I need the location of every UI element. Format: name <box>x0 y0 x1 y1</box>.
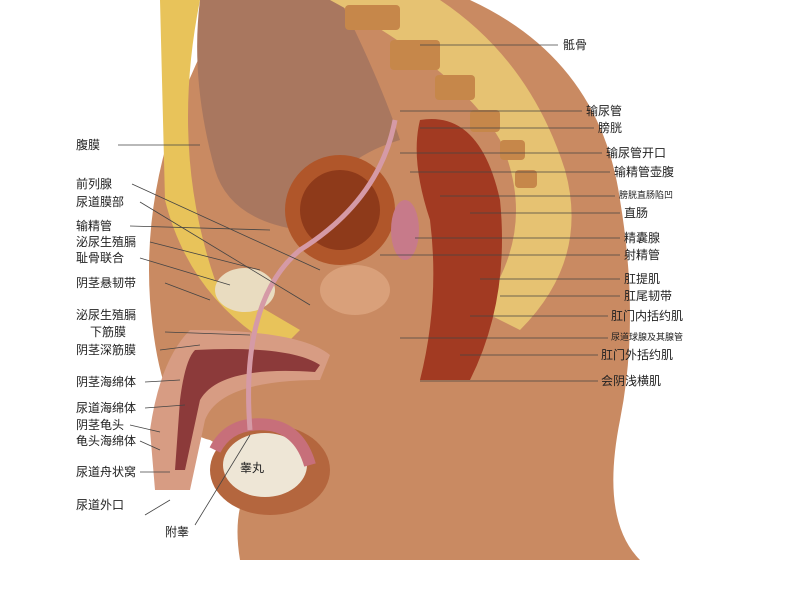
pubic-bone <box>215 268 275 312</box>
label-internal-anal-sphincter: 肛门内括约肌 <box>611 309 684 323</box>
label-urogenital-diaphragm: 泌尿生殖膈 <box>76 235 137 249</box>
label-external-anal-sphincter: 肛门外括约肌 <box>601 348 674 362</box>
label-rectum: 直肠 <box>624 206 649 220</box>
label-rectovesical-pouch: 膀胱直肠陷凹 <box>619 191 674 201</box>
label-suspensory-ligament: 阴茎悬韧带 <box>76 276 137 290</box>
label-glans-spongiosum: 龟头海绵体 <box>76 434 137 448</box>
label-sacrum: 骶骨 <box>563 38 588 52</box>
label-peritoneum: 腹膜 <box>76 138 101 152</box>
label-ureteric-orifice: 输尿管开口 <box>606 146 667 160</box>
label-ureter: 输尿管 <box>586 104 623 118</box>
label-testis: 睾丸 <box>240 461 265 475</box>
vertebrae <box>345 5 537 188</box>
leader-lines <box>118 44 620 526</box>
sacrum-bone <box>330 0 572 330</box>
label-prostate: 前列腺 <box>76 177 113 191</box>
label-corpus-cavernosum: 阴茎海绵体 <box>76 375 137 389</box>
epididymis-shape <box>209 418 316 467</box>
label-external-urethral-orifice: 尿道外口 <box>76 498 125 512</box>
prostate-shape <box>320 265 390 315</box>
label-anococcygeal-ligament: 肛尾韧带 <box>624 289 673 303</box>
label-glans-penis: 阴茎龟头 <box>76 418 125 432</box>
label-navicular-fossa: 尿道舟状窝 <box>76 465 137 479</box>
label-vas-deferens: 输精管 <box>76 219 113 233</box>
testis-shape <box>223 433 307 497</box>
label-ejaculatory-duct: 射精管 <box>624 248 661 262</box>
label-seminal-vesicle: 精囊腺 <box>624 231 661 245</box>
label-membranous-urethra: 尿道膜部 <box>76 195 125 209</box>
label-levator-ani: 肛提肌 <box>624 272 661 286</box>
label-bulbourethral-gland: 尿道球腺及其腺管 <box>611 333 684 343</box>
label-superficial-transverse-perineal: 会阴浅横肌 <box>601 374 662 388</box>
label-inferior-fascia-line2: 下筋膜 <box>90 325 127 339</box>
label-inferior-fascia-line1: 泌尿生殖膈 <box>76 308 137 322</box>
label-pubic-symphysis: 耻骨联合 <box>76 251 125 265</box>
rectum-shape <box>416 119 502 380</box>
peritoneal-cavity <box>197 0 400 230</box>
label-deep-penile-fascia: 阴茎深筋膜 <box>76 343 137 357</box>
label-ampulla: 输精管壶腹 <box>614 165 675 179</box>
label-bladder: 膀胱 <box>598 121 623 135</box>
label-corpus-spongiosum: 尿道海绵体 <box>76 401 137 415</box>
abdominal-fat <box>160 0 300 350</box>
label-epididymis: 附睾 <box>165 525 190 539</box>
